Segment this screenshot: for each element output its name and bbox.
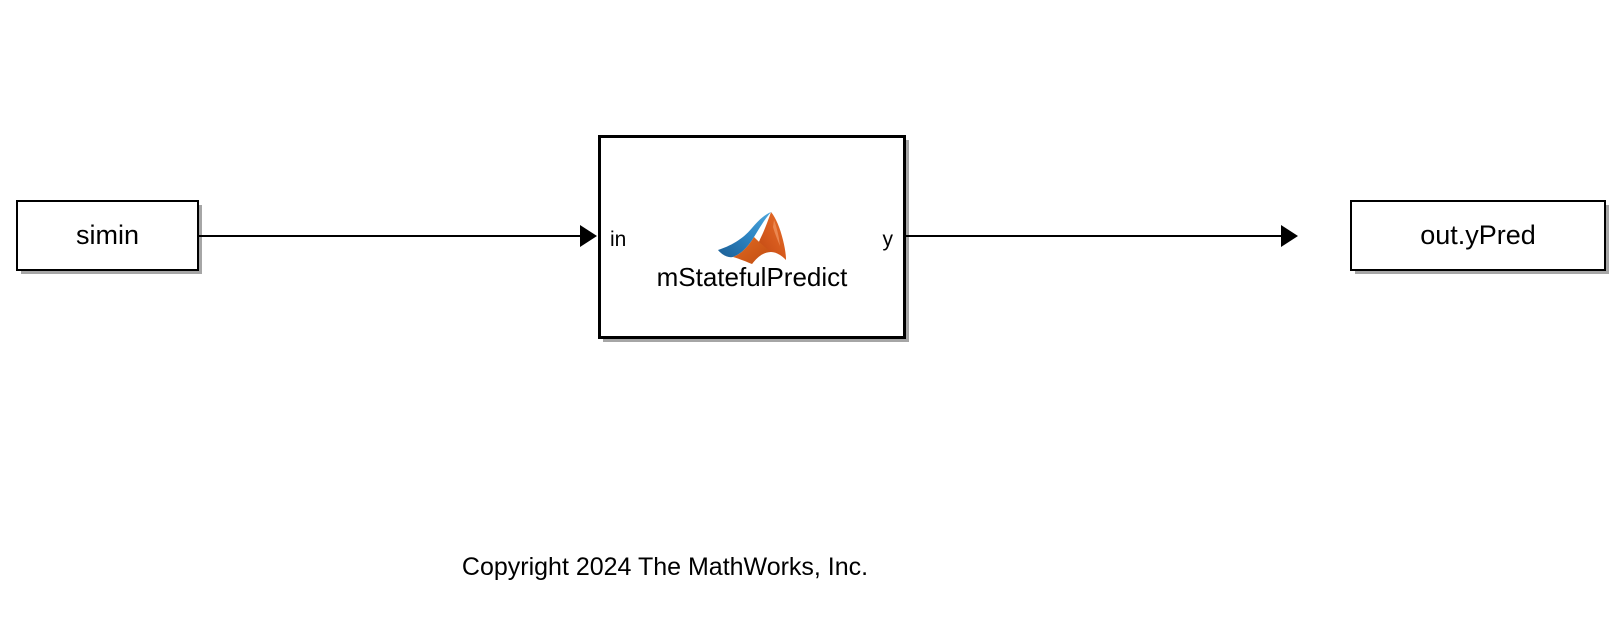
input-port-label: in bbox=[610, 228, 627, 251]
copyright-annotation: Copyright 2024 The MathWorks, Inc. bbox=[461, 553, 869, 581]
block-simin[interactable]: simin bbox=[16, 200, 199, 271]
block-simin-label: simin bbox=[75, 220, 139, 250]
block-matlab-function-name: mStatefulPredict bbox=[656, 262, 848, 292]
arrow-head-icon-input bbox=[580, 225, 597, 247]
arrow-head-icon-output bbox=[1281, 225, 1298, 247]
output-port-label: y bbox=[882, 228, 894, 251]
matlab-membrane-icon bbox=[714, 210, 790, 268]
signal-line-function-to-out[interactable] bbox=[906, 235, 1282, 237]
signal-line-simin-to-function[interactable] bbox=[199, 235, 581, 237]
block-out-ypred-label: out.yPred bbox=[1420, 220, 1536, 250]
block-matlab-function-body: in y bbox=[601, 138, 903, 336]
block-out-ypred[interactable]: out.yPred bbox=[1350, 200, 1606, 271]
block-matlab-function[interactable]: in y bbox=[598, 135, 906, 339]
